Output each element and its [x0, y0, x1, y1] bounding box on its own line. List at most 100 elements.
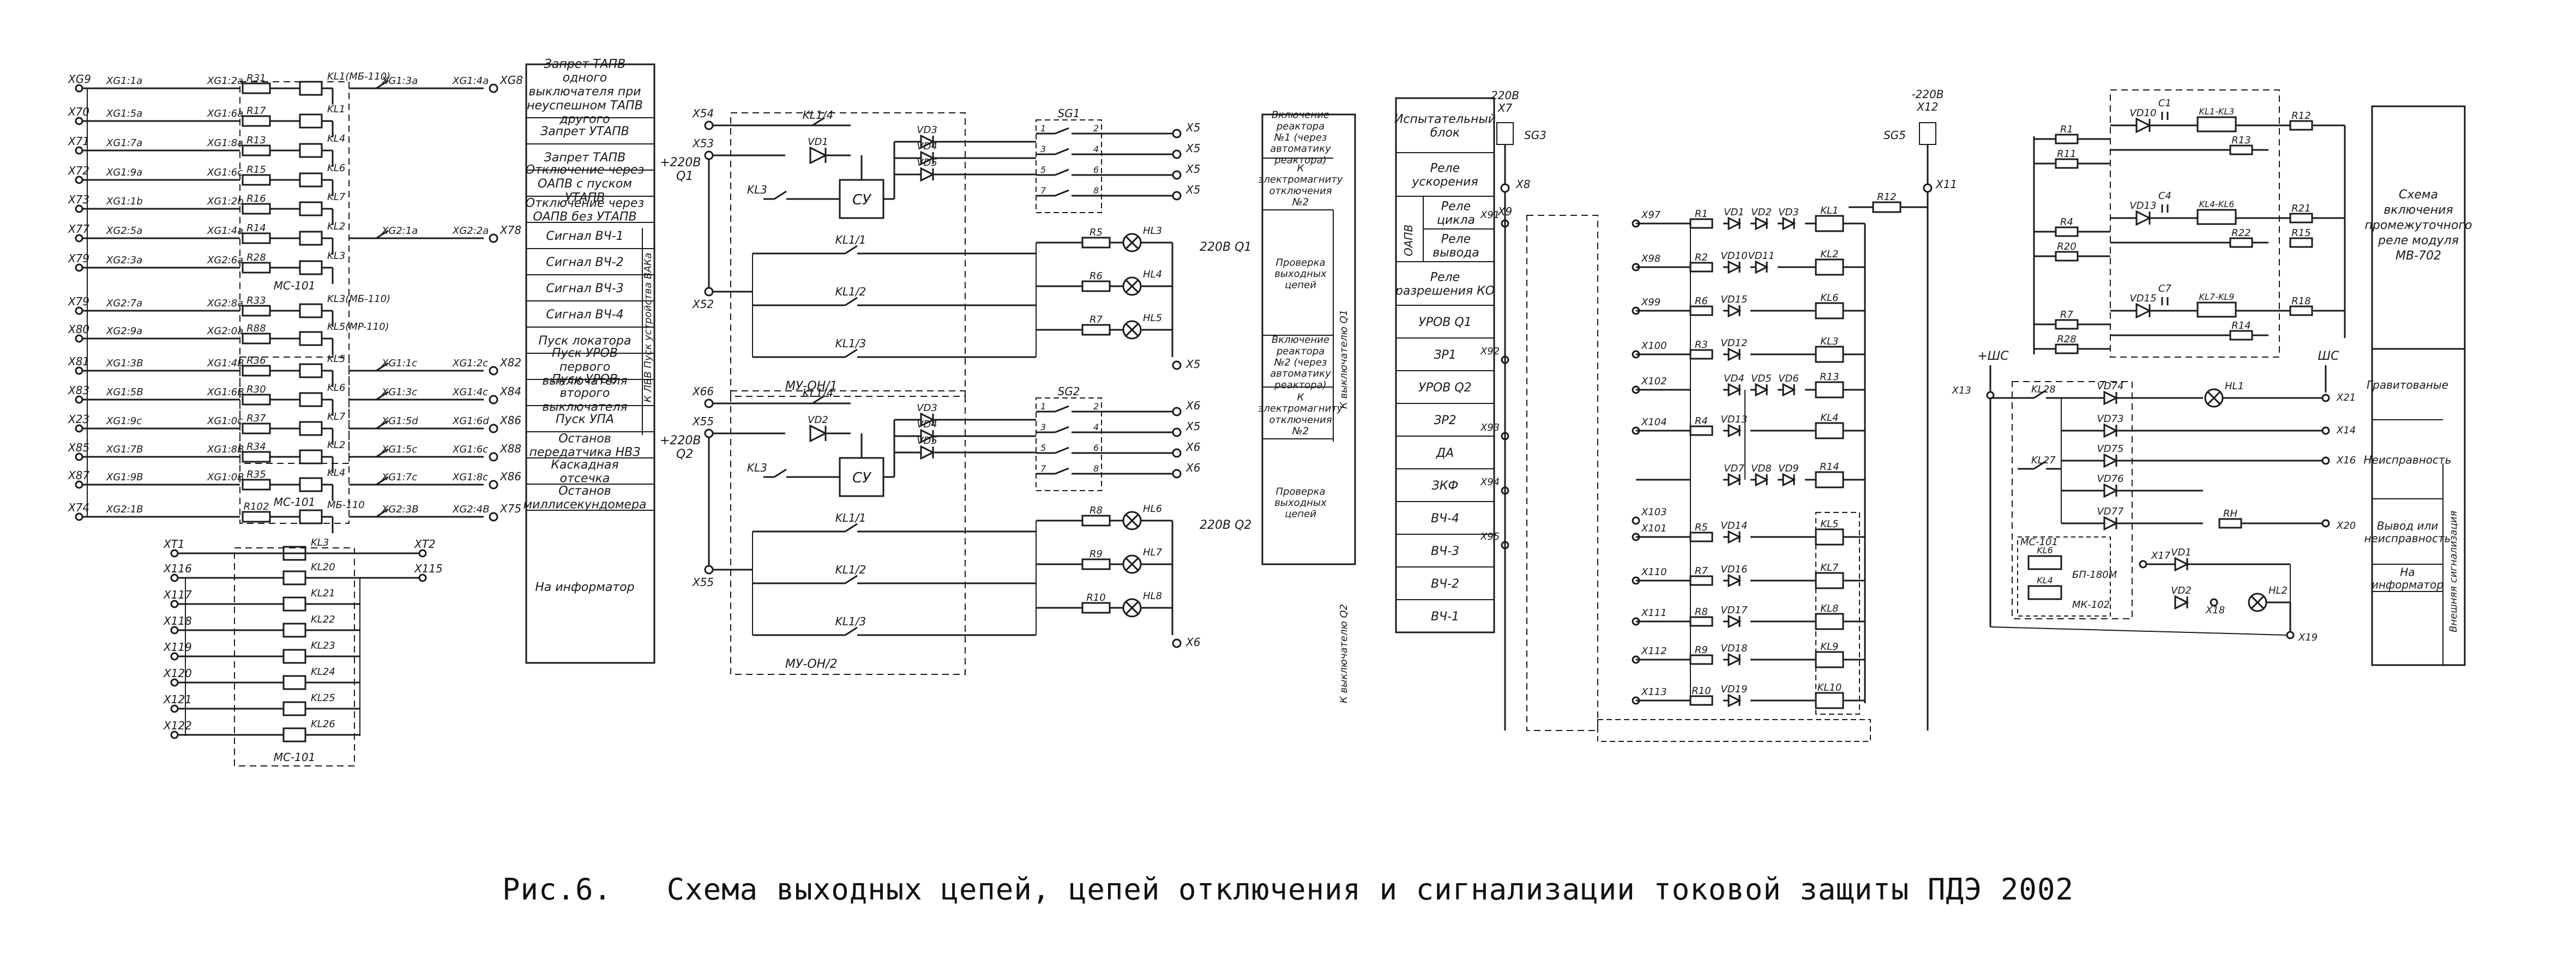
terminal — [75, 176, 83, 184]
legend-cell: Пуск локатора — [539, 334, 631, 348]
resistor — [242, 232, 271, 244]
terminal-label: X21 — [2336, 392, 2356, 403]
lamp-label: HL8 — [1143, 590, 1162, 602]
relay-contact-label: KL1/4 — [803, 387, 833, 400]
resistor-label: R1 — [1695, 208, 1708, 220]
terminal — [75, 117, 83, 125]
terminal — [75, 84, 83, 93]
resistor-label: R11 — [2057, 148, 2076, 160]
terminal-label: X18 — [2205, 605, 2225, 616]
terminal-label: X16 — [2336, 455, 2356, 466]
terminal-label: X14 — [2336, 425, 2356, 436]
function-cell: УРОВ Q1 — [1418, 316, 1471, 329]
resistor-label: R13 — [2231, 135, 2250, 146]
diode-label: VD5 — [917, 157, 937, 168]
terminal-out — [489, 83, 498, 93]
terminal — [1501, 486, 1509, 495]
terminal-label: X66 — [692, 385, 714, 398]
relay-contact-label: KL1/2 — [835, 285, 866, 298]
resistor — [242, 144, 271, 156]
resistor — [1689, 616, 1713, 627]
diode-symbol — [2103, 516, 2118, 531]
diode-label: VD3 — [917, 402, 937, 414]
terminal-label: X100 — [1641, 340, 1667, 352]
terminal — [418, 573, 427, 582]
switch-label: SG5 — [1883, 129, 1906, 142]
diode-symbol — [2103, 390, 2118, 406]
switch-pin: 2 — [1093, 123, 1099, 134]
diode-label: VD2 — [2171, 585, 2192, 596]
terminal-label: X5 — [1185, 142, 1200, 155]
terminal-label: X102 — [1641, 376, 1667, 387]
resistor — [242, 365, 271, 377]
connector-label: XG2:4B — [452, 504, 490, 515]
relay-coil — [299, 260, 323, 275]
resistor — [2055, 319, 2079, 330]
diode-label: VD74 — [2097, 381, 2123, 392]
relay-contact-label: KL1/4 — [803, 108, 833, 122]
relay-label: KL3 — [747, 183, 767, 196]
breaker-label: Q2 — [676, 448, 693, 461]
target-side-label: К выключателю Q2 — [1338, 604, 1350, 703]
resistor-label: R8 — [1090, 505, 1103, 516]
relay-coil — [1815, 572, 1844, 589]
relay-contact — [812, 117, 825, 126]
resistor-label: R15 — [2291, 227, 2310, 239]
relay-coil — [2196, 301, 2237, 318]
resistor-label: R1 — [2060, 124, 2073, 135]
diode-symbol — [2174, 595, 2189, 610]
switch-pin: 4 — [1093, 144, 1099, 154]
relay-contact — [376, 476, 389, 486]
wire — [1055, 189, 1069, 197]
relay-label: KL3 — [327, 250, 345, 262]
diode-label: VD1 — [808, 136, 828, 148]
connector-label: XG1:7B — [106, 444, 143, 455]
supply-label: 220В Q1 — [1200, 240, 1251, 254]
terminal — [2139, 560, 2147, 569]
diode-label: VD3 — [917, 124, 937, 136]
terminal-label: X95 — [1480, 531, 1500, 542]
resistor-label: R3 — [1695, 339, 1708, 351]
terminal — [704, 428, 714, 438]
terminal-label: X6 — [1185, 461, 1200, 474]
resistor — [1689, 262, 1713, 273]
terminal-label: XT2 — [414, 538, 436, 551]
terminal-label: X92 — [1480, 346, 1500, 357]
connector-label: XG1:9c — [106, 415, 142, 427]
resistor — [1689, 654, 1713, 665]
relay-contact — [376, 230, 389, 239]
terminal-out — [1172, 469, 1182, 479]
terminal — [1923, 183, 1933, 193]
connector-label: XG1:5B — [106, 387, 143, 398]
resistor-label: R34 — [246, 441, 266, 452]
resistor — [242, 394, 271, 406]
terminal — [75, 263, 83, 272]
resistor — [242, 203, 271, 215]
resistor — [2229, 144, 2253, 155]
resistor-label: RH — [2223, 508, 2238, 520]
supply-label: ШС — [2318, 349, 2340, 363]
relay-coil — [1815, 651, 1844, 668]
resistor-label: R4 — [1695, 415, 1708, 427]
diode-symbol — [809, 146, 828, 165]
wire — [1055, 405, 1069, 413]
terminal — [704, 150, 714, 160]
lamp-label: HL5 — [1143, 312, 1162, 324]
relay-coil — [2027, 555, 2062, 570]
relay-coil — [1815, 215, 1844, 232]
terminal — [2321, 456, 2330, 465]
module-box — [730, 112, 966, 397]
resistor-label: R14 — [2231, 320, 2250, 331]
legend-cell: Пуск УПА — [556, 413, 614, 426]
wire — [1055, 426, 1069, 433]
connector-label: XG1:6a — [207, 108, 243, 119]
legend-cell: Запрет УТАПВ — [540, 125, 629, 138]
switch-pin: 7 — [1040, 463, 1046, 474]
